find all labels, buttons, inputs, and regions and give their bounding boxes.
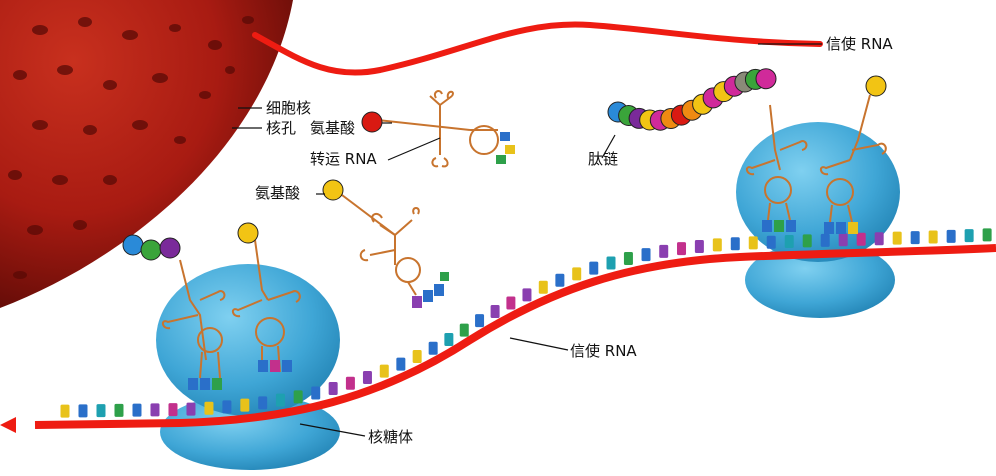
codon-base xyxy=(222,400,232,414)
ribosome-right xyxy=(736,122,900,318)
codon-base xyxy=(311,386,321,400)
codon-base xyxy=(730,237,740,251)
codon-base xyxy=(910,231,920,245)
label-nucleus: 细胞核 xyxy=(266,99,312,117)
codon-bases xyxy=(60,228,992,418)
peptide-amino-acid xyxy=(755,68,777,90)
codon-base xyxy=(328,381,338,395)
trna-free-2 xyxy=(337,191,421,296)
codon-base xyxy=(555,273,565,287)
codon-base xyxy=(982,228,992,242)
codon-base xyxy=(874,232,884,246)
codon-base xyxy=(444,332,454,346)
nucleus-pores xyxy=(8,16,254,279)
codon-base xyxy=(641,248,651,262)
leader-lines xyxy=(232,43,822,437)
codon-base xyxy=(538,280,548,294)
codon-base xyxy=(892,231,902,245)
codon-base xyxy=(362,371,372,385)
codon-base xyxy=(379,364,389,378)
codon-base xyxy=(766,235,776,249)
codon-base xyxy=(820,233,830,247)
codon-base xyxy=(96,404,106,418)
codon-base xyxy=(60,404,70,418)
codon-base xyxy=(490,305,500,319)
trna-ribosome-right-1 xyxy=(746,104,808,221)
codon-base xyxy=(838,233,848,247)
arrow-left-icon xyxy=(0,417,16,433)
codon-base xyxy=(132,403,142,417)
codon-base xyxy=(78,404,88,418)
codon-base xyxy=(258,396,268,410)
codon-base xyxy=(606,256,616,270)
label-mrna-top: 信使 RNA xyxy=(826,35,893,53)
codon-base xyxy=(572,267,582,281)
codon-base xyxy=(459,323,469,337)
codon-base xyxy=(240,398,250,412)
codon-base xyxy=(522,288,532,302)
label-amino-acid-1: 氨基酸 xyxy=(310,119,356,137)
label-amino-acid-2: 氨基酸 xyxy=(255,184,301,202)
codon-base xyxy=(396,357,406,371)
codon-base xyxy=(475,314,485,328)
amino-acid-yellow-right xyxy=(865,75,887,97)
codon-base xyxy=(677,242,687,256)
codon-base xyxy=(659,244,669,258)
amino-acid-red xyxy=(361,111,383,133)
label-trna: 转运 RNA xyxy=(310,150,377,168)
ribosome-left xyxy=(156,264,340,470)
codon-base xyxy=(345,376,355,390)
trna-free-1-anticodon xyxy=(496,132,515,164)
trna-left-anticodons xyxy=(188,360,292,390)
codon-base xyxy=(186,402,196,416)
amino-acid-yellow-left xyxy=(237,222,259,244)
label-peptide-chain: 肽链 xyxy=(588,150,619,168)
trna-right-anticodons xyxy=(762,220,858,234)
codon-base xyxy=(748,236,758,250)
codon-base xyxy=(589,261,599,275)
codon-base xyxy=(784,235,794,249)
mrna-strand-top xyxy=(252,21,823,76)
mrna-strand-main xyxy=(34,244,996,429)
codon-base xyxy=(623,252,633,266)
codon-base xyxy=(275,393,285,407)
codon-base xyxy=(928,230,938,244)
amino-acid-yellow xyxy=(322,179,344,201)
codon-base xyxy=(412,349,422,363)
codon-base xyxy=(964,229,974,243)
codon-base xyxy=(946,229,956,243)
codon-base xyxy=(694,240,704,254)
codon-base xyxy=(428,341,438,355)
codon-base xyxy=(802,234,812,248)
trna-ribosome-right-2 xyxy=(820,94,887,223)
label-ribosome: 核糖体 xyxy=(368,428,414,446)
codon-base xyxy=(114,403,124,417)
peptide-chain xyxy=(607,68,777,131)
peptide-stub-left xyxy=(122,234,181,261)
label-nuclear-pore: 核孔 xyxy=(266,119,297,137)
codon-base xyxy=(506,296,516,310)
codon-base xyxy=(150,403,160,417)
codon-base xyxy=(856,232,866,246)
codon-base xyxy=(293,390,303,404)
trna-ribosome-left-1 xyxy=(162,259,226,379)
nucleus xyxy=(0,0,293,308)
trna-free-1 xyxy=(377,90,499,168)
codon-base xyxy=(204,401,214,415)
codon-base xyxy=(712,238,722,252)
trna-free-2-anticodon xyxy=(412,272,449,308)
label-mrna-middle: 信使 RNA xyxy=(570,342,637,360)
codon-base xyxy=(168,403,178,417)
